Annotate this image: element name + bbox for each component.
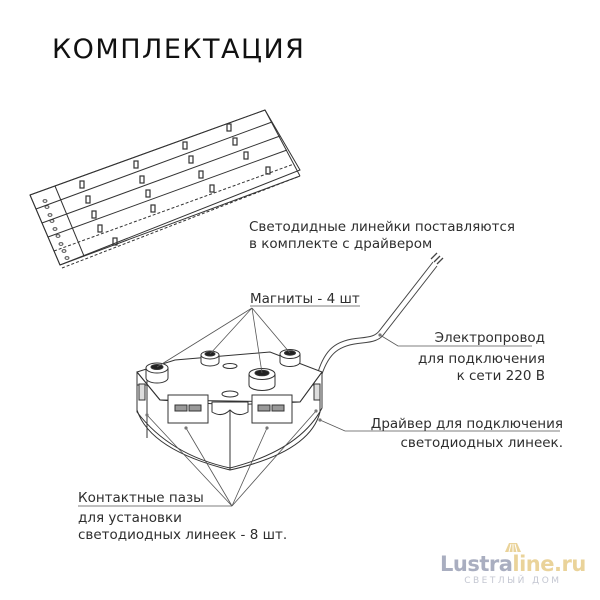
wire-caption-line2: для подключения <box>418 351 545 367</box>
watermark-brand: Lustraline.ru <box>440 553 586 575</box>
led-strips-caption-line1: Светодидные линейки поставляются <box>249 219 515 235</box>
contact-slots-caption-line3: светодиодных линеек - 8 шт. <box>78 527 288 543</box>
power-wire-illustration <box>317 252 444 375</box>
magnets-caption: Магниты - 4 шт <box>250 291 360 308</box>
watermark-tagline: СВЕТЛЫЙ ДОМ <box>464 576 562 586</box>
led-strips-caption: Светодидные линейки поставляются в компл… <box>249 219 515 253</box>
contact-slots-caption: Контактные пазы для установки светодиодн… <box>78 490 287 544</box>
contact-slots-caption-line1: Контактные пазы <box>78 490 204 506</box>
led-strips-illustration <box>29 109 301 269</box>
driver-caption: Драйвер для подключения светодиодных лин… <box>371 416 563 452</box>
driver-caption-line2: светодиодных линеек. <box>400 435 563 451</box>
watermark-brand-part2: line.ru <box>512 552 586 576</box>
wire-caption: Электропровод для подключения к сети 220… <box>418 330 545 385</box>
lamp-icon <box>504 543 521 552</box>
wire-caption-line3: к сети 220 В <box>456 368 545 384</box>
contact-slots-caption-line2: для установки <box>78 510 182 526</box>
watermark-logo: Lustraline.ru СВЕТЛЫЙ ДОМ <box>440 543 586 586</box>
watermark-brand-part1: Lustra <box>440 552 513 576</box>
leader-lines <box>78 305 560 507</box>
magnets-group <box>145 349 301 391</box>
wire-caption-line1: Электропровод <box>434 330 545 346</box>
led-strips-caption-line2: в комплекте с драйвером <box>249 236 433 252</box>
driver-caption-line1: Драйвер для подключения <box>370 416 563 432</box>
page-title: КОМПЛЕКТАЦИЯ <box>52 34 306 65</box>
magnets-caption-line1: Магниты - 4 шт <box>250 291 360 307</box>
driver-illustration <box>136 349 323 471</box>
